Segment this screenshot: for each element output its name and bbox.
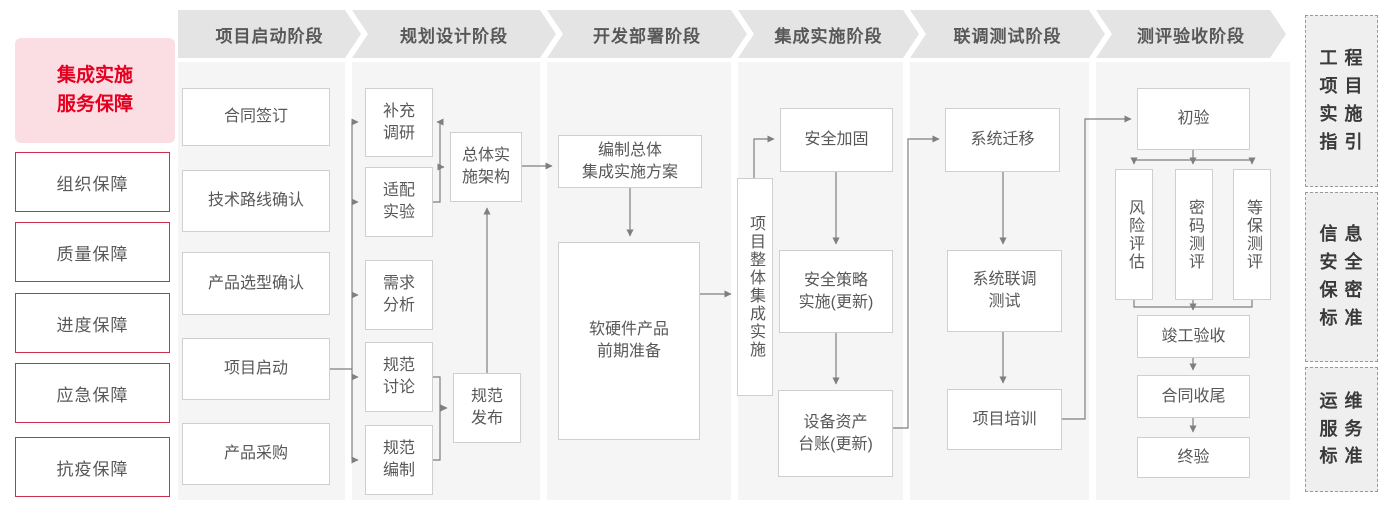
box-classified-protection: 等保测评 <box>1233 169 1271 300</box>
box-spec-release: 规范 发布 <box>453 373 521 443</box>
guarantee-quality: 质量保障 <box>15 222 170 282</box>
box-risk-assessment: 风险评估 <box>1115 169 1153 300</box>
box-joint-debugging-test: 系统联调 测试 <box>947 250 1062 332</box>
box-supplementary-research: 补充 调研 <box>365 88 433 157</box>
box-integration-plan: 编制总体 集成实施方案 <box>558 135 702 188</box>
panel-info-security-standard: 信 息 安 全 保 密 标 准 <box>1305 192 1378 362</box>
box-initial-acceptance: 初验 <box>1137 88 1250 150</box>
box-contract-signing: 合同签订 <box>182 88 330 146</box>
box-project-kickoff: 项目启动 <box>182 338 330 400</box>
guarantee-epidemic: 抗疫保障 <box>15 437 170 497</box>
panel-project-implementation-guide: 工 程 项 目 实 施 指 引 <box>1305 15 1378 187</box>
phase-header-planning: 规划设计阶段 <box>352 10 556 58</box>
box-adaptation-testing: 适配 实验 <box>365 167 433 237</box>
box-hw-sw-preparation: 软硬件产品 前期准备 <box>558 242 700 440</box>
box-system-migration: 系统迁移 <box>945 108 1060 172</box>
box-requirement-analysis: 需求 分析 <box>365 260 433 330</box>
phase-header-acceptance: 测评验收阶段 <box>1096 10 1286 58</box>
phase-header-testing: 联调测试阶段 <box>910 10 1105 58</box>
guarantee-organization: 组织保障 <box>15 152 170 212</box>
diagram-title: 集成实施 服务保障 <box>15 38 175 143</box>
guarantee-emergency: 应急保障 <box>15 363 170 423</box>
box-completion-acceptance: 竣工验收 <box>1137 315 1250 358</box>
panel-ops-service-standard: 运 维 服 务 标 准 <box>1305 367 1378 492</box>
box-spec-discussion: 规范 讨论 <box>365 342 433 412</box>
box-tech-route-confirm: 技术路线确认 <box>182 170 330 232</box>
box-final-acceptance: 终验 <box>1137 437 1250 478</box>
box-overall-architecture: 总体实 施架构 <box>450 132 522 202</box>
box-asset-ledger: 设备资产 台账(更新) <box>778 390 893 477</box>
guarantee-schedule: 进度保障 <box>15 293 170 353</box>
box-product-procurement: 产品采购 <box>182 423 330 485</box>
box-project-training: 项目培训 <box>947 389 1062 450</box>
phase-header-kickoff: 项目启动阶段 <box>178 10 361 58</box>
box-product-selection: 产品选型确认 <box>182 252 330 315</box>
box-overall-integration: 项目整体集成实施 <box>737 178 773 396</box>
phase-header-integration: 集成实施阶段 <box>738 10 919 58</box>
phase-header-development: 开发部署阶段 <box>547 10 747 58</box>
box-security-policy: 安全策略 实施(更新) <box>779 250 893 333</box>
box-crypto-evaluation: 密码测评 <box>1175 169 1213 300</box>
box-security-hardening: 安全加固 <box>780 108 893 172</box>
box-contract-closure: 合同收尾 <box>1137 375 1250 418</box>
box-spec-drafting: 规范 编制 <box>365 425 433 495</box>
